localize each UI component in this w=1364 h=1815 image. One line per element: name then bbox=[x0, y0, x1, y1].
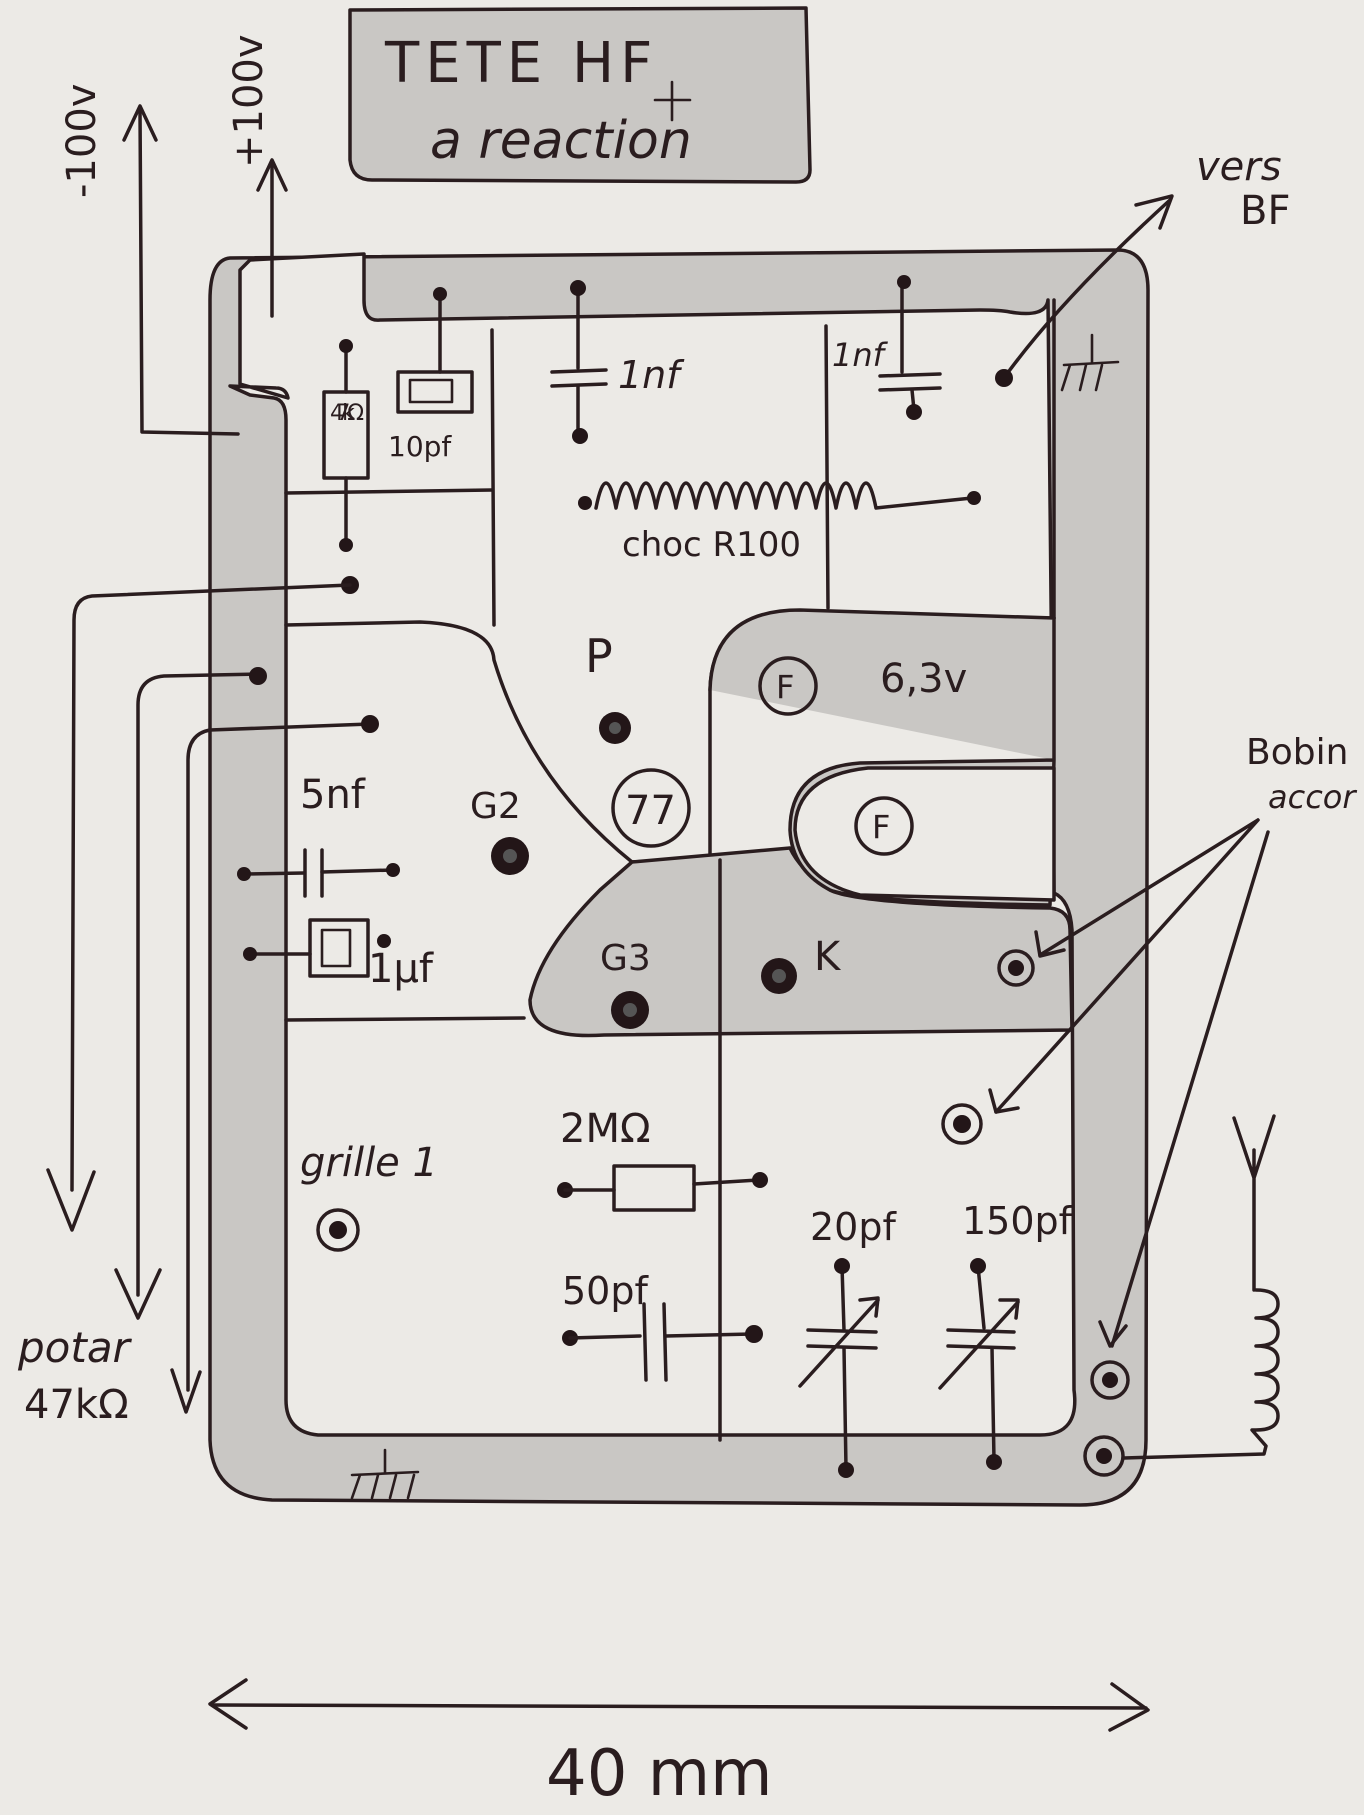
potar-lead-1 bbox=[70, 583, 352, 1192]
plus-supply-label: +100v bbox=[226, 34, 272, 168]
tube-77-symbol bbox=[611, 768, 691, 848]
antenna-icon bbox=[1232, 1114, 1276, 1292]
dimension-label: 40 mm bbox=[546, 1737, 772, 1811]
cathode-label: K bbox=[814, 934, 842, 980]
choke-label: choc R100 bbox=[622, 525, 801, 565]
capacitor-1uf-label: 1µf bbox=[368, 946, 434, 992]
heater-f2-symbol bbox=[854, 796, 914, 856]
heater-voltage-label: 6,3v bbox=[880, 656, 967, 702]
grille-terminal bbox=[316, 1208, 360, 1252]
antenna-coil bbox=[1122, 1288, 1280, 1460]
dimension-arrow bbox=[210, 1703, 1148, 1710]
heater-f1-symbol bbox=[758, 656, 818, 716]
coil-terminal-2 bbox=[941, 1103, 983, 1145]
ground-icon-bottom bbox=[350, 1448, 420, 1500]
ground-icon-top bbox=[1060, 333, 1120, 392]
output-label-1: vers bbox=[1196, 144, 1282, 190]
resistor-2m-label: 2MΩ bbox=[560, 1106, 651, 1152]
tube-77-label: 77 bbox=[625, 788, 676, 834]
g2-label: G2 bbox=[470, 786, 521, 827]
coil-terminal-1 bbox=[997, 949, 1035, 987]
heater-f1-label: F bbox=[776, 668, 794, 706]
title-line2: a reaction bbox=[430, 111, 692, 171]
title-box bbox=[348, 6, 812, 184]
capacitor-150pf-label: 150pf bbox=[962, 1199, 1074, 1243]
minus-supply-arrow bbox=[138, 108, 240, 436]
capacitor-1nf-b-label: 1nf bbox=[832, 336, 889, 374]
capacitor-1nf-a-label: 1nf bbox=[618, 353, 685, 397]
grille-label: grille 1 bbox=[300, 1140, 438, 1186]
capacitor-20pf-label: 20pf bbox=[810, 1205, 897, 1249]
capacitor-10pf bbox=[396, 370, 474, 414]
capacitor-5nf-label: 5nf bbox=[300, 772, 366, 818]
bobine-arrows bbox=[994, 818, 1270, 1348]
capacitor-50pf-label: 50pf bbox=[562, 1269, 649, 1313]
heater-f2-label: F bbox=[872, 808, 890, 846]
resistor-47k-label: 47 kΩ bbox=[330, 401, 364, 426]
plate-label: P bbox=[585, 629, 613, 683]
potar-label-2: 47kΩ bbox=[24, 1382, 129, 1428]
potar-label-1: potar bbox=[17, 1323, 133, 1372]
coil-terminal-3 bbox=[1090, 1360, 1130, 1400]
coil-terminal-4 bbox=[1083, 1435, 1125, 1477]
choke-coil bbox=[594, 481, 974, 510]
capacitor-1uf bbox=[308, 918, 370, 978]
potar-lead-2 bbox=[136, 672, 260, 1297]
bobine-label-1: Bobin bbox=[1246, 732, 1348, 773]
title-line1: TETE HF bbox=[384, 31, 658, 96]
g3-label: G3 bbox=[600, 938, 651, 979]
resistor-2m bbox=[612, 1164, 696, 1212]
minus-supply-label: -100v bbox=[59, 84, 105, 198]
potar-lead-3 bbox=[186, 722, 372, 1392]
output-arrow bbox=[1002, 198, 1172, 380]
capacitor-10pf-label: 10pf bbox=[388, 430, 452, 463]
output-label-2: BF bbox=[1240, 188, 1290, 234]
bobine-label-2: accor bbox=[1268, 778, 1357, 816]
